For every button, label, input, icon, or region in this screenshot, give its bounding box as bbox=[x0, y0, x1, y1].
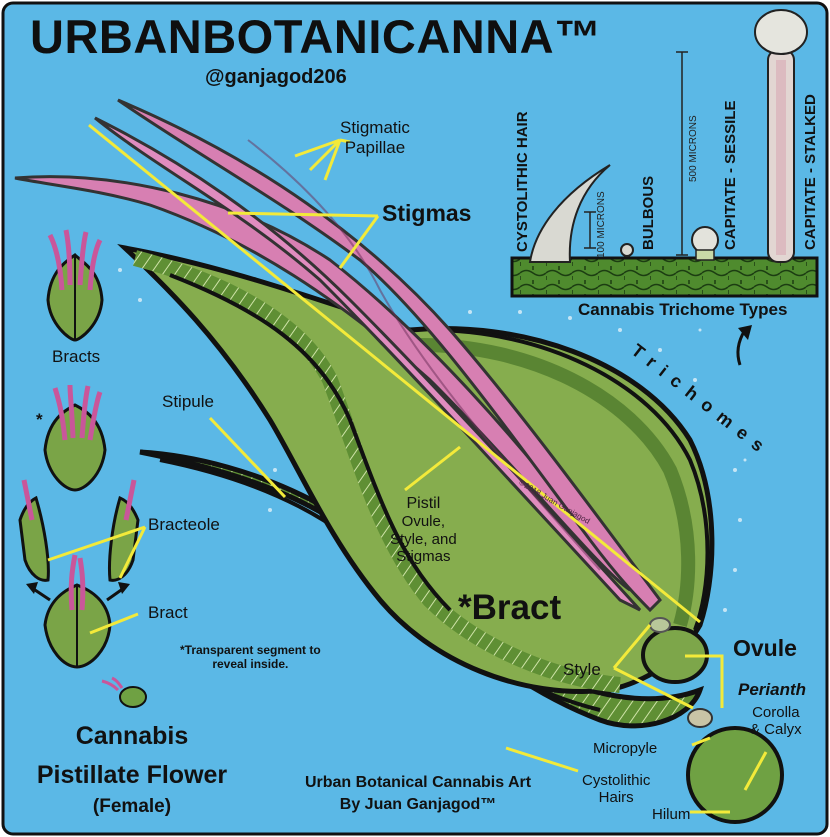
label-cystolithic: Cystolithic bbox=[582, 772, 651, 789]
trichome-type-stalked: CAPITATE - STALKED bbox=[802, 94, 819, 250]
art-credit: Urban Botanical Cannabis Art By Juan Gan… bbox=[268, 774, 568, 815]
trichome-panel bbox=[510, 9, 819, 298]
label-micropyle: Micropyle bbox=[593, 740, 658, 757]
transparent-note: *Transparent segment to reveal inside. bbox=[180, 643, 321, 672]
art-credit-line1: Urban Botanical Cannabis Art bbox=[304, 774, 532, 791]
ovule-large bbox=[686, 726, 784, 824]
label-perianth: Perianth bbox=[738, 680, 807, 699]
small-flower-icon bbox=[101, 676, 147, 708]
trichome-type-sessile: CAPITATE - SESSILE bbox=[722, 100, 739, 250]
label-calyx: & Calyx bbox=[750, 721, 802, 739]
label-asterisk: * bbox=[36, 410, 43, 429]
label-hairs: Hairs bbox=[598, 789, 634, 807]
stigmas bbox=[14, 98, 662, 613]
micropyle-cap bbox=[687, 708, 713, 728]
measure-100-label: 100 MICRONS bbox=[596, 191, 607, 258]
label-cystolithic-hairs: Cystolithic Hairs bbox=[582, 772, 650, 807]
bracts-icon-top bbox=[46, 229, 104, 342]
label-pistil-ovule: Ovule, bbox=[401, 513, 446, 531]
flower-title-line1: Cannabis bbox=[75, 722, 189, 750]
label-corolla: Corolla bbox=[752, 704, 800, 721]
flower-title-line3: (Female) bbox=[92, 795, 172, 817]
label-hilum: Hilum bbox=[652, 806, 691, 823]
label-corolla-calyx: Corolla & Calyx bbox=[750, 704, 802, 739]
label-pistil-style: Style, and bbox=[390, 530, 457, 548]
label-ovule: Ovule bbox=[733, 635, 797, 661]
bracts-icon-middle bbox=[43, 384, 107, 492]
transparent-note-line2: reveal inside. bbox=[212, 656, 289, 671]
art-credit-line2: By Juan Ganjagod™ bbox=[339, 796, 497, 814]
label-stigmatic: Stigmatic bbox=[340, 118, 410, 137]
label-bracteole: Bracteole bbox=[148, 515, 220, 534]
flower-title: Cannabis Pistillate Flower (Female) bbox=[22, 722, 242, 817]
label-pistil-title: Pistil bbox=[406, 495, 441, 512]
label-pistil-stigmas: Stigmas bbox=[396, 547, 451, 565]
leader-lines bbox=[47, 123, 768, 814]
label-stigmatic-papillae: Stigmatic Papillae bbox=[340, 118, 410, 157]
page-title: URBANBOTANICANNA™ bbox=[30, 10, 602, 63]
transparent-note-line1: *Transparent segment to bbox=[180, 643, 321, 657]
label-style: Style bbox=[563, 660, 601, 679]
trichome-type-bulbous: BULBOUS bbox=[640, 175, 657, 250]
label-bract-small: Bract bbox=[148, 603, 188, 622]
trichome-caption: Cannabis Trichome Types bbox=[578, 300, 788, 319]
label-stigmas: Stigmas bbox=[382, 200, 472, 226]
label-bract-main: *Bract bbox=[458, 588, 562, 627]
author-handle: @ganjagod206 bbox=[205, 66, 347, 88]
label-stipule: Stipule bbox=[162, 392, 214, 411]
bracteole-icons bbox=[18, 479, 140, 669]
label-bracts: Bracts bbox=[52, 347, 101, 366]
label-papillae: Papillae bbox=[344, 137, 406, 157]
label-pistil: Pistil Ovule, Style, and Stigmas bbox=[390, 495, 457, 565]
measure-500-label: 500 MICRONS bbox=[688, 115, 699, 182]
trichome-type-cystolithic: CYSTOLITHIC HAIR bbox=[514, 111, 531, 252]
flower-title-line2: Pistillate Flower bbox=[36, 760, 228, 789]
